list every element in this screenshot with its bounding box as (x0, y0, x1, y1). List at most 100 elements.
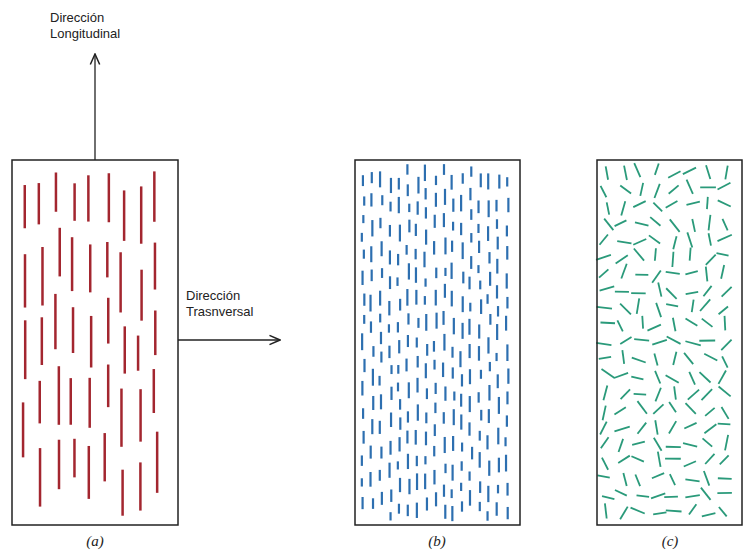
fiber (469, 188, 471, 200)
fiber (58, 228, 61, 277)
fiber (88, 378, 91, 428)
fiber (123, 190, 126, 240)
fiber (666, 288, 676, 299)
fiber (381, 241, 383, 256)
fiber (684, 353, 693, 364)
fiber (407, 505, 409, 516)
fiber (614, 373, 628, 378)
fiber (416, 378, 418, 393)
fiber (716, 253, 728, 256)
fiber (599, 269, 608, 277)
fiber (506, 246, 508, 260)
fiber (601, 186, 607, 197)
fiber (444, 505, 446, 519)
fiber (389, 441, 391, 455)
panel-caption: (b) (407, 533, 467, 549)
fiber (460, 223, 462, 235)
fiber (452, 199, 454, 212)
fiber (614, 427, 629, 432)
fiber (722, 356, 728, 367)
fiber (631, 456, 643, 461)
fiber (398, 178, 400, 190)
fiber (686, 292, 699, 294)
fiber (497, 374, 499, 388)
fiber (423, 252, 425, 268)
fiber (718, 370, 726, 383)
fiber (640, 183, 643, 196)
fiber (381, 492, 383, 505)
fiber (453, 318, 455, 334)
fiber (370, 193, 372, 206)
fiber (408, 479, 410, 494)
fiber (451, 291, 453, 307)
fiber (363, 250, 365, 259)
fiber (452, 367, 454, 378)
fiber (462, 296, 464, 312)
fiber (451, 241, 453, 252)
fiber (721, 407, 728, 419)
fiber (424, 165, 426, 181)
fiber (497, 485, 499, 493)
fiber (670, 219, 680, 231)
fiber (666, 375, 679, 383)
fiber (684, 423, 696, 429)
fiber (38, 183, 41, 224)
fiber (469, 369, 471, 384)
fiber (369, 472, 371, 487)
fiber (417, 201, 419, 214)
fiber (634, 393, 647, 395)
fiber (486, 435, 488, 449)
fiber (668, 171, 680, 178)
fiber (601, 437, 609, 448)
fiber (637, 495, 650, 497)
fiber (688, 390, 699, 400)
fiber (478, 241, 480, 253)
fiber (620, 304, 631, 315)
fiber (666, 304, 678, 306)
fiber (637, 298, 640, 313)
fiber (700, 299, 710, 311)
fiber (443, 485, 445, 497)
fiber (486, 511, 488, 520)
fiber (721, 340, 731, 351)
fiber (719, 386, 731, 396)
fiber (426, 388, 428, 399)
fiber (604, 219, 613, 230)
fiber (655, 420, 657, 434)
fiber (153, 171, 156, 221)
fiber (372, 498, 374, 509)
fiber (638, 423, 647, 434)
fiber (704, 354, 717, 361)
fiber (452, 436, 454, 451)
fiber (462, 242, 464, 259)
fiber (397, 461, 399, 469)
fiber (433, 446, 435, 456)
fiber (379, 314, 381, 323)
fiber (507, 507, 509, 519)
fiber (443, 334, 445, 351)
fiber (24, 320, 27, 379)
fiber (460, 483, 462, 491)
fiber (669, 421, 676, 433)
fiber (426, 344, 428, 356)
fiber (389, 225, 391, 237)
fiber (506, 415, 508, 426)
fiber (706, 255, 716, 265)
composite-panel (597, 160, 742, 525)
fiber (480, 173, 482, 187)
fiber (380, 447, 382, 459)
fiber (495, 353, 497, 361)
fiber (506, 177, 508, 186)
direction-label: Dirección Trasnversal (186, 288, 271, 320)
fiber (120, 389, 123, 447)
fiber (487, 173, 489, 189)
short-aligned-fibers (362, 164, 509, 521)
fiber (685, 271, 697, 274)
fiber (700, 186, 716, 188)
fiber (718, 183, 731, 190)
fiber (417, 318, 419, 328)
fiber (653, 512, 666, 514)
fiber (606, 166, 608, 179)
fiber (435, 492, 437, 506)
fiber (654, 438, 662, 451)
